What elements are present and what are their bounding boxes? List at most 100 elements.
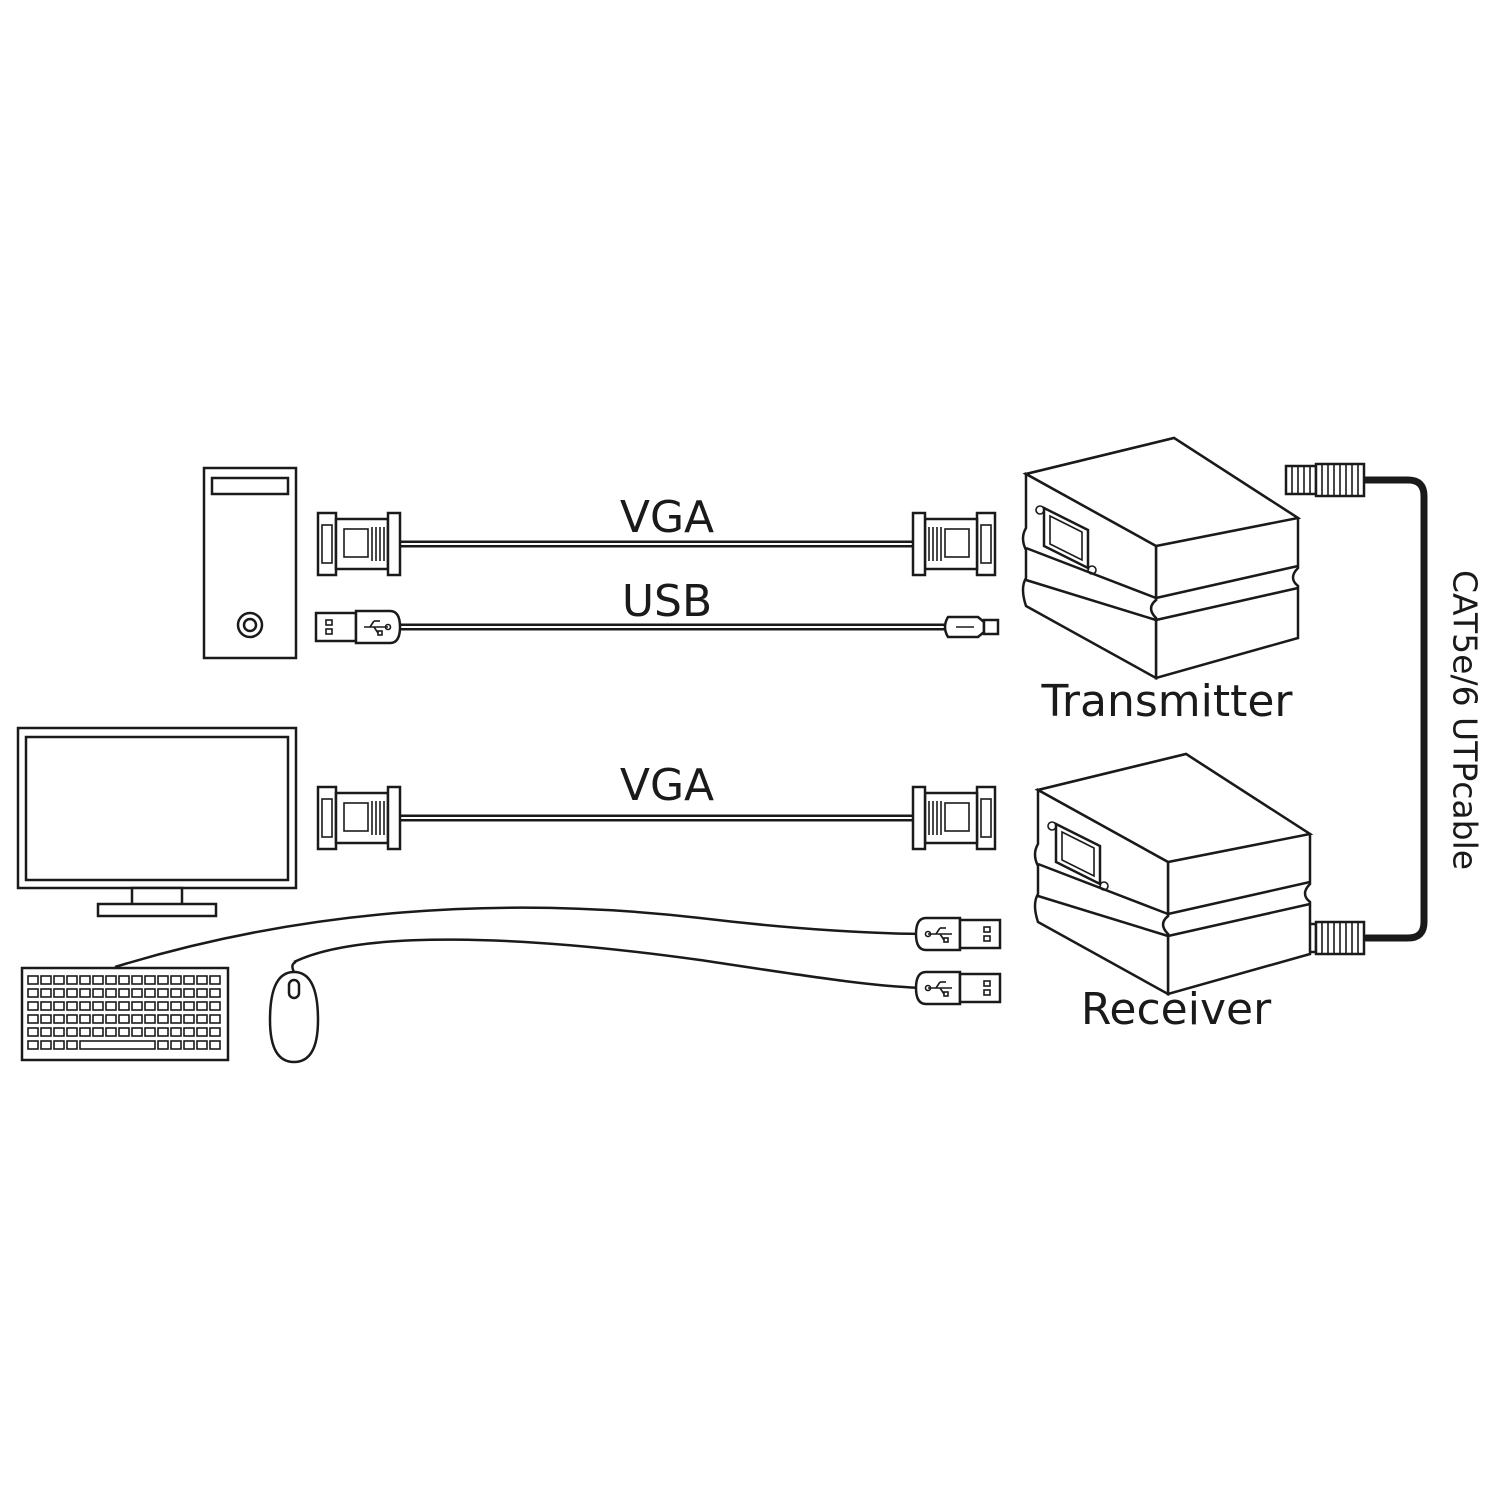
vga-connector-icon [316,511,402,577]
mouse-icon [268,960,320,1064]
keyboard-key [53,1040,65,1050]
keyboard-key [40,1014,52,1024]
keyboard-key [144,975,156,985]
keyboard-key [105,1001,117,1011]
keyboard-key [40,988,52,998]
keyboard-key [157,975,169,985]
keyboard-key [196,1014,208,1024]
keyboard-key [40,975,52,985]
keyboard-key [92,1014,104,1024]
keyboard-key [92,1027,104,1037]
receiver-box-icon [1033,752,1312,996]
keyboard-key [79,1040,156,1050]
keyboard-key [131,988,143,998]
keyboard-key [105,1027,117,1037]
transmitter-box-icon [1021,436,1300,680]
keyboard-key [118,988,130,998]
keyboard-key [131,1001,143,1011]
keyboard-key [170,1014,182,1024]
keyboard-key [53,988,65,998]
keyboard-key [183,1014,195,1024]
keyboard-key [92,975,104,985]
keyboard-key [79,1001,91,1011]
keyboard-key [157,1001,169,1011]
keyboard-key [118,1014,130,1024]
keyboard-key [157,1027,169,1037]
keyboard-key [196,1040,208,1050]
keyboard-key [118,1027,130,1037]
keyboard-icon [20,966,230,1062]
keyboard-key [170,975,182,985]
keyboard-key [196,988,208,998]
keyboard-key [209,988,221,998]
keyboard-key [27,1027,39,1037]
keyboard-key [53,975,65,985]
vga-bottom-label: VGA [619,760,715,811]
keyboard-key [27,975,39,985]
keyboard-usb-cable [114,906,931,969]
keyboard-key [79,1027,91,1037]
keyboard-key [131,1027,143,1037]
keyboard-key [209,1014,221,1024]
keyboard-key [183,1001,195,1011]
keyboard-key [53,1001,65,1011]
keyboard-key [196,975,208,985]
keyboard-key [105,975,117,985]
keyboard-key [144,1027,156,1037]
keyboard-key [66,975,78,985]
mouse-usb-cable [293,938,931,990]
keyboard-key [105,1014,117,1024]
usb-label: USB [621,576,713,627]
keyboard-key [79,1014,91,1024]
keyboard-key [183,1027,195,1037]
keyboard-key [53,1014,65,1024]
keyboard-key [183,1040,195,1050]
monitor-icon [16,726,298,918]
vga-top-label: VGA [619,492,715,543]
usb-a-connector-icon [914,970,1002,1006]
keyboard-key [131,1014,143,1024]
vga-connector-icon [911,785,997,851]
vga-connector-icon [316,785,402,851]
keyboard-key [27,1001,39,1011]
keyboard-key [170,988,182,998]
rj45-connector-icon [1284,462,1366,498]
keyboard-key [66,1001,78,1011]
keyboard-key [27,988,39,998]
keyboard-key [105,988,117,998]
keyboard-key [66,1040,78,1050]
keyboard-key [209,1001,221,1011]
keyboard-key [118,975,130,985]
keyboard-key [66,1027,78,1037]
keyboard-key [53,1027,65,1037]
keyboard-key [209,1027,221,1037]
keyboard-key [144,1001,156,1011]
keyboard-key [40,1027,52,1037]
receiver-label: Receiver [1080,984,1272,1035]
keyboard-key [27,1040,39,1050]
keyboard-key [27,1014,39,1024]
keyboard-key [157,988,169,998]
keyboard-key [170,1001,182,1011]
keyboard-key [40,1001,52,1011]
keyboard-key [170,1027,182,1037]
utp-cable-label: CAT5e/6 UTPcable [1445,569,1485,871]
keyboard-key [118,1001,130,1011]
keyboard-key [183,988,195,998]
keyboard-key [144,1014,156,1024]
mini-usb-connector-icon [943,615,1000,639]
keyboard-key [170,1040,182,1050]
keyboard-key [209,1040,221,1050]
keyboard-key [196,1027,208,1037]
vga-connector-icon [911,511,997,577]
keyboard-key [196,1001,208,1011]
keyboard-key [157,1014,169,1024]
keyboard-key [92,1001,104,1011]
keyboard-key [144,988,156,998]
desktop-tower-icon [202,466,298,660]
keyboard-key [92,988,104,998]
keyboard-key [183,975,195,985]
usb-a-connector-icon [914,916,1002,952]
